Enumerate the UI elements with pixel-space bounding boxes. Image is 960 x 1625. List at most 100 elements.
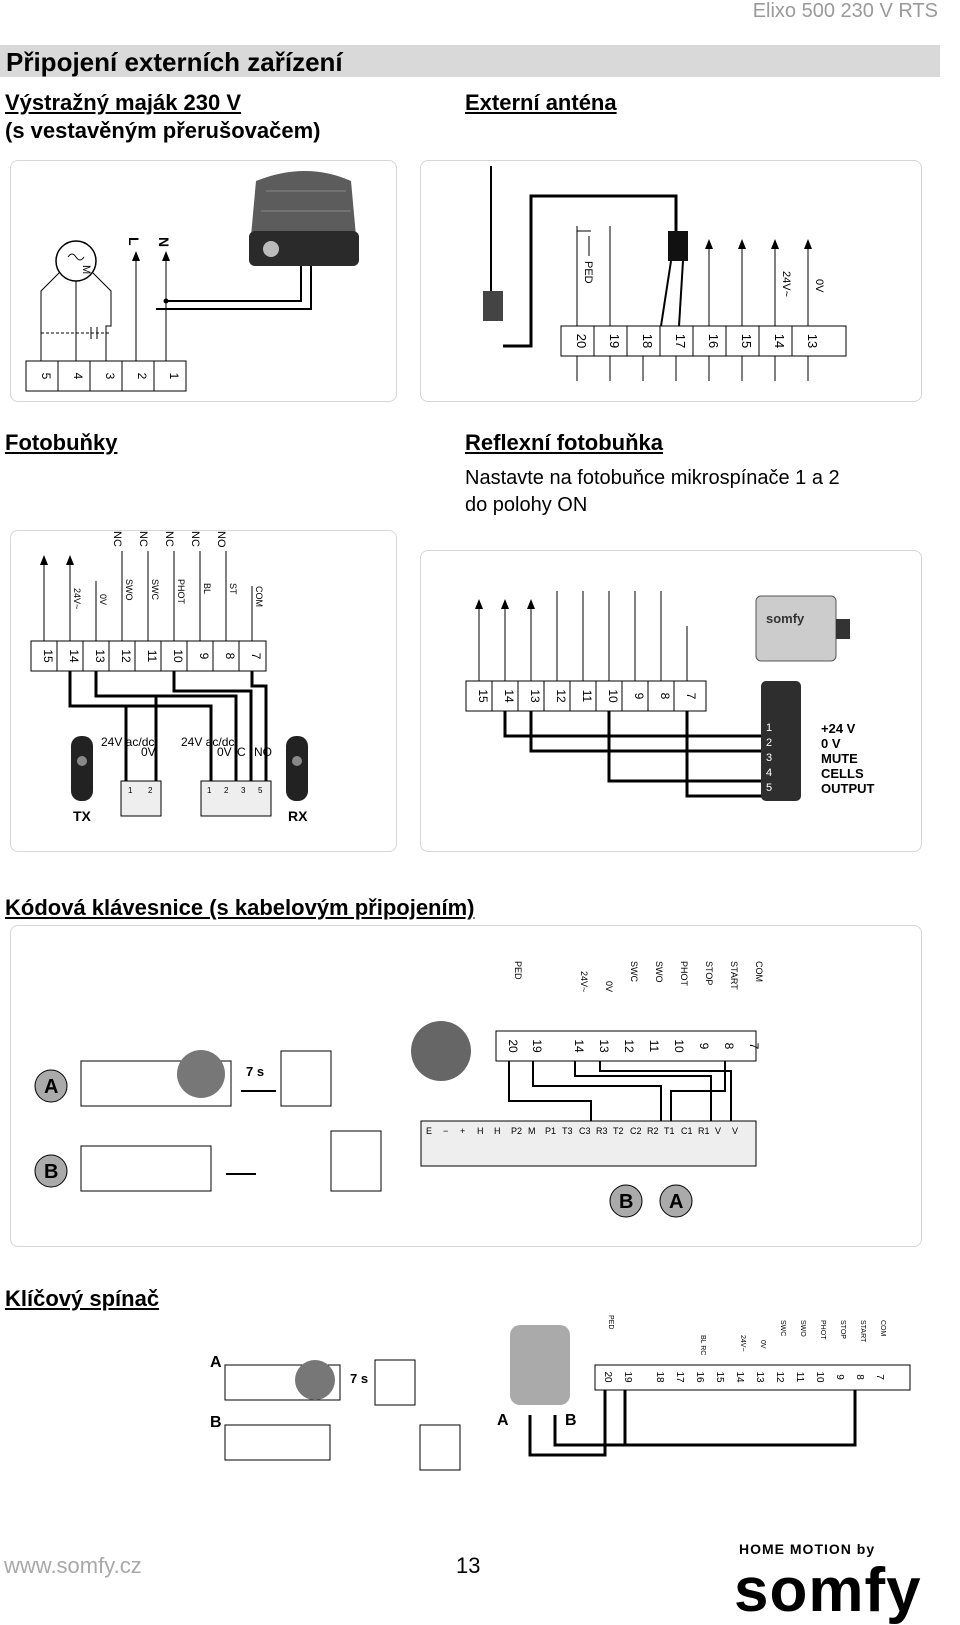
strip-label: P1 (545, 1126, 556, 1136)
ks-top-label: START (859, 1320, 866, 1343)
rx-pin: 3 (241, 786, 246, 795)
keypad-terminal: 11 (647, 1040, 661, 1053)
label-0v: 0V (813, 279, 825, 293)
nc-label: NC (137, 531, 149, 547)
keypad-terminal: 8 (722, 1043, 736, 1050)
strip-label: C3 (579, 1126, 591, 1136)
ks-terminal: 10 (814, 1371, 825, 1383)
strip-label: − (443, 1126, 448, 1136)
strip-label: T1 (664, 1126, 675, 1136)
marker-a: A (44, 1076, 58, 1098)
antenna-terminal: 18 (640, 334, 655, 348)
reflex-pin: 1 (766, 722, 772, 734)
photocell-tx-icon (71, 736, 93, 801)
photocells-terminals: 15 14 13 12 11 10 9 8 7 (41, 649, 263, 663)
photocells-terminal: 10 (171, 649, 185, 663)
keypad-terminal: 10 (672, 1039, 686, 1053)
reflex-terminal: 15 (476, 689, 490, 703)
strip-label: M (528, 1126, 536, 1136)
keypad-diagram: A B 7 s 20 19 14 13 12 11 10 9 8 7 PED 2… (10, 925, 922, 1247)
photocells-terminal: 14 (67, 649, 81, 663)
ks-top-label: STOP (839, 1320, 846, 1339)
antenna-terminal: 20 (574, 334, 589, 348)
footer-url[interactable]: www.somfy.cz (4, 1553, 142, 1578)
photocells-terminal: 13 (93, 649, 107, 663)
ks-top-label: SWC (779, 1320, 786, 1336)
photocell-rx-icon (286, 736, 308, 801)
strip-label: V (732, 1126, 738, 1136)
reflex-output: MUTE (821, 751, 858, 766)
reflex-terminal: 9 (632, 693, 646, 700)
ks-pin-b: B (565, 1412, 577, 1429)
top-label: SWC (150, 579, 160, 600)
strip-label: C2 (630, 1126, 642, 1136)
ks-top-label: 0V (759, 1340, 766, 1349)
top-label: 24V~ (72, 588, 82, 609)
strip-label: R3 (596, 1126, 608, 1136)
tx-label: TX (73, 808, 92, 824)
label-24v: 24V~ (780, 271, 792, 297)
keypad-terminal: 13 (597, 1039, 611, 1053)
keypad-top-label: PHOT (679, 961, 689, 987)
ks-terminal: 20 (602, 1371, 613, 1383)
ks-mark-b: B (210, 1414, 222, 1431)
beacon-terminal: 5 (39, 373, 53, 380)
gate-a (280, 1050, 332, 1107)
delay-label: 7 s (246, 1064, 264, 1079)
strip-label: T3 (562, 1126, 573, 1136)
reflex-output: OUTPUT (821, 781, 875, 796)
antenna-terminal: 17 (673, 334, 688, 348)
gate-b (330, 1130, 382, 1192)
keyswitch-diagram: A B 7 s A B 20 19 18 17 16 15 14 13 12 1… (195, 1305, 920, 1485)
photocells-terminal: 12 (119, 649, 133, 663)
document-header: Elixo 500 230 V RTS (752, 0, 938, 22)
device-brand: somfy (766, 611, 805, 626)
keypad-terminal: 19 (530, 1039, 544, 1053)
beacon-terminal: 1 (167, 373, 181, 380)
keypad-top-label: STOP (704, 961, 714, 985)
reflex-terminal-module (761, 681, 801, 801)
antenna-terminal: 14 (772, 334, 787, 348)
reflex-output: 0 V (821, 736, 841, 751)
ks-terminal: 15 (714, 1371, 725, 1383)
page-number: 13 (456, 1553, 481, 1578)
ks-terminal: 9 (834, 1374, 845, 1380)
photocells-diagram: 15 14 13 12 11 10 9 8 7 24V~ 0V SWO SWC … (10, 530, 397, 852)
keypad-top-label: SWO (654, 961, 664, 983)
keypad-terminal: 14 (572, 1039, 586, 1053)
keypad-terminal: 9 (697, 1043, 711, 1050)
keypad-terminal: 12 (622, 1039, 636, 1053)
strip-marker-b-icon (609, 1184, 643, 1218)
strip-label: R1 (698, 1126, 710, 1136)
ks-pin-a: A (497, 1412, 509, 1429)
photocells-terminal: 15 (41, 649, 55, 663)
photocells-title: Fotobuňky (5, 430, 118, 455)
reflex-pin: 4 (766, 767, 772, 779)
photocells-terminal: 8 (223, 653, 237, 660)
reflex-title: Reflexní fotobuňka (465, 430, 664, 455)
antenna-terminals: 20 19 18 17 16 15 14 13 (574, 326, 820, 356)
keypad-terminal: 7 (747, 1043, 761, 1050)
label-L: L (126, 237, 142, 246)
beacon-terminal: 3 (103, 373, 117, 380)
label-ped: PED (582, 261, 594, 284)
ks-gate-a (374, 1359, 416, 1406)
strip-label: H (477, 1126, 484, 1136)
marker-a-icon (34, 1069, 68, 1103)
top-label: PHOT (176, 579, 186, 605)
ks-top-label: PED (607, 1315, 614, 1329)
antenna-title: Externí anténa (465, 90, 617, 115)
photocells-terminal: 9 (197, 653, 211, 660)
beacon-terminal: 4 (71, 373, 85, 380)
tx-pin: 1 (128, 786, 133, 795)
key-switch-icon (510, 1325, 570, 1405)
marker-b-icon (34, 1154, 68, 1188)
beacon-terminal: 2 (135, 373, 149, 380)
top-label: ST (228, 583, 238, 595)
control-board-b (80, 1145, 212, 1192)
ks-terminal: 8 (854, 1374, 865, 1380)
reflex-output: CELLS (821, 766, 864, 781)
ks-top-label: SWO (799, 1320, 806, 1337)
top-label: SWO (124, 579, 134, 601)
strip-label: V (715, 1126, 721, 1136)
